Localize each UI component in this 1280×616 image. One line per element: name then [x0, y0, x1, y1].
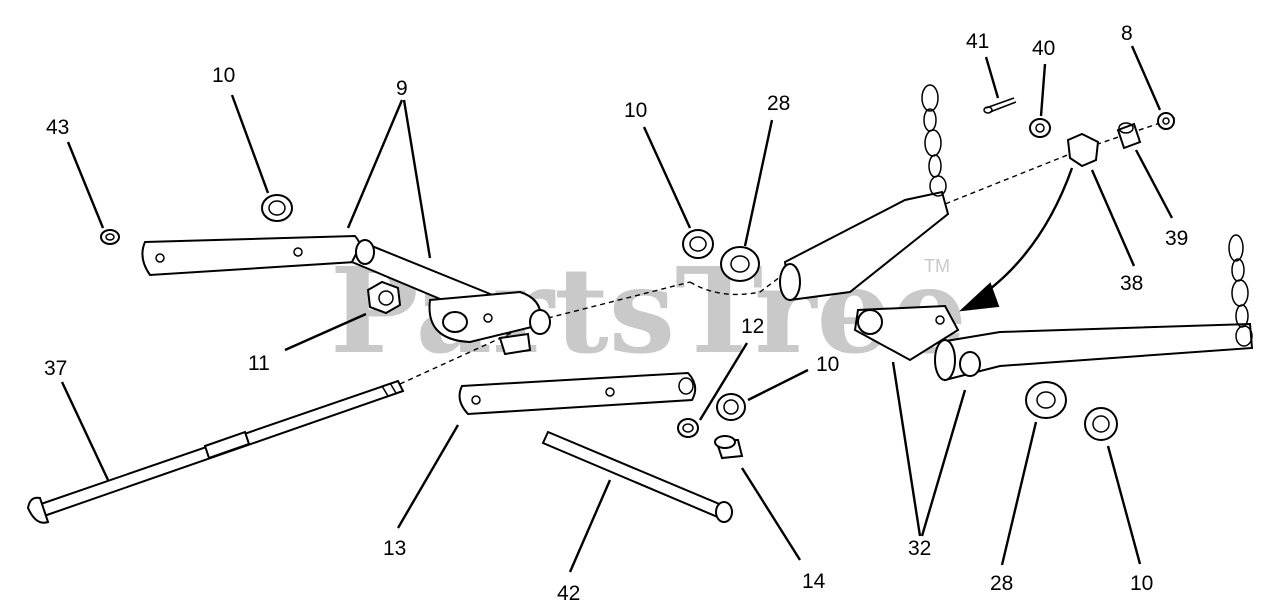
part-42-pin — [541, 430, 733, 523]
watermark-trademark: TM — [924, 256, 950, 276]
callout-28-center: 28 — [767, 92, 790, 115]
callout-14: 14 — [802, 570, 826, 593]
callout-9: 9 — [396, 77, 408, 100]
callout-38: 38 — [1120, 272, 1143, 295]
callout-40: 40 — [1032, 37, 1055, 60]
part-10-washer-middle — [716, 393, 746, 421]
callout-39: 39 — [1165, 227, 1188, 250]
callout-13: 13 — [383, 537, 406, 560]
part-43-nut — [100, 229, 120, 245]
part-37-long-bolt — [26, 379, 405, 524]
callout-10-center: 10 — [624, 99, 647, 122]
part-14-bolt — [714, 435, 744, 460]
part-10-washer-upper-left — [261, 194, 293, 222]
part-39-spacer — [1116, 122, 1142, 150]
part-28-washer-bottom — [1025, 381, 1067, 419]
callout-12: 12 — [741, 315, 764, 338]
part-9-lift-arm — [141, 234, 551, 356]
callout-10-bottom: 10 — [1130, 572, 1153, 595]
leader-lines — [60, 45, 1174, 573]
part-32-lift-arm-assembly — [779, 84, 1254, 382]
part-10-washer-bottom-right — [1084, 407, 1118, 441]
part-38-hex-nut — [1066, 132, 1100, 168]
callout-42: 42 — [557, 582, 580, 605]
callout-41: 41 — [966, 30, 989, 53]
part-10-washer-center — [682, 229, 714, 259]
callout-8: 8 — [1121, 22, 1133, 45]
part-40-washer — [1029, 118, 1051, 138]
callout-28-bottom: 28 — [990, 572, 1013, 595]
part-41-cotter-pin — [983, 97, 1017, 114]
callout-10-upper-left: 10 — [212, 64, 235, 87]
part-13-link-bar — [458, 371, 697, 416]
callout-32: 32 — [908, 537, 931, 560]
callout-labels: 43 10 9 11 37 13 42 10 28 12 10 14 41 40… — [44, 22, 1188, 605]
part-8-nut — [1157, 112, 1175, 130]
assembly-line-washers — [689, 117, 1176, 296]
callout-43: 43 — [46, 116, 69, 139]
part-28-washer-center — [720, 246, 760, 282]
callout-37: 37 — [44, 357, 67, 380]
callout-10-middle: 10 — [816, 353, 839, 376]
callout-11: 11 — [248, 352, 270, 375]
part-12-lock-washer — [677, 418, 699, 438]
part-11-hex-nut — [366, 280, 402, 315]
